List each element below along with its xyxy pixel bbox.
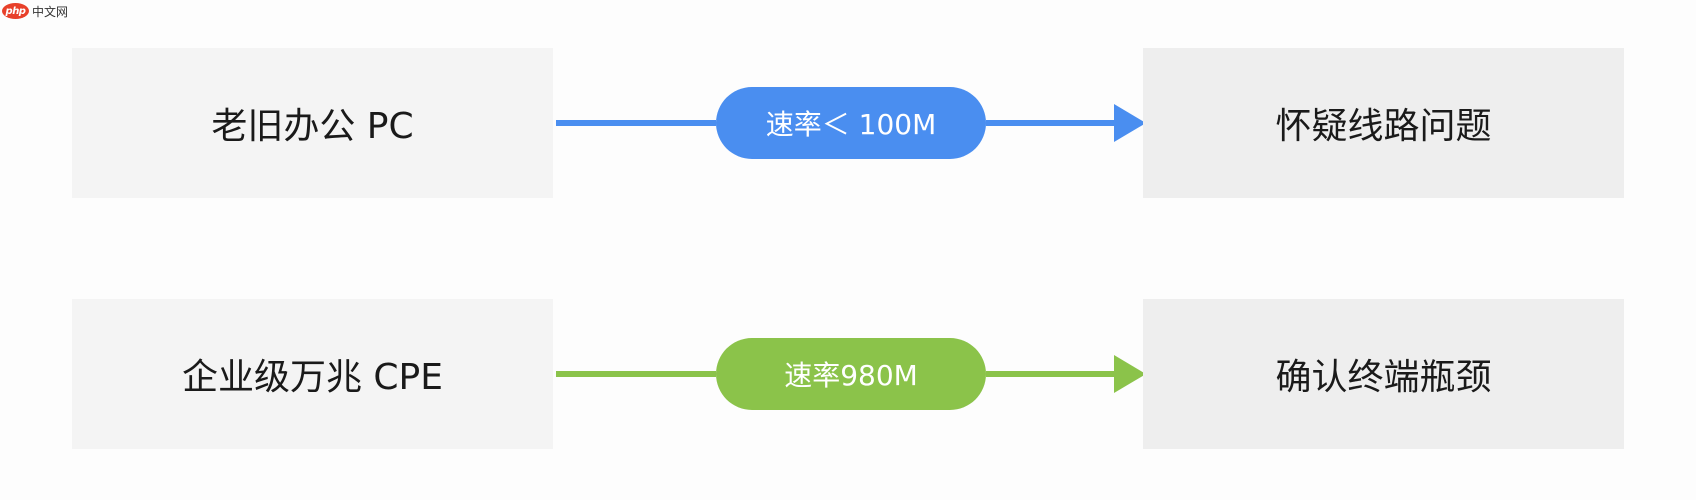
watermark-text: 中文网 xyxy=(32,4,69,19)
rate-badge-green: 速率980M xyxy=(716,338,986,410)
source-box-cpe: 企业级万兆 CPE xyxy=(72,299,553,449)
site-watermark: php 中文网 xyxy=(2,2,68,20)
arrow-green-icon xyxy=(556,355,1146,393)
php-logo-icon: php xyxy=(2,3,29,19)
connector-green: 速率980M xyxy=(556,338,1146,410)
arrow-blue-icon xyxy=(556,104,1146,142)
target-box-line-issue: 怀疑线路问题 xyxy=(1143,48,1624,198)
target-box-terminal-bottleneck: 确认终端瓶颈 xyxy=(1143,299,1624,449)
rate-badge-blue: 速率＜ 100M xyxy=(716,87,986,159)
connector-blue: 速率＜ 100M xyxy=(556,87,1146,159)
source-box-old-pc: 老旧办公 PC xyxy=(72,48,553,198)
